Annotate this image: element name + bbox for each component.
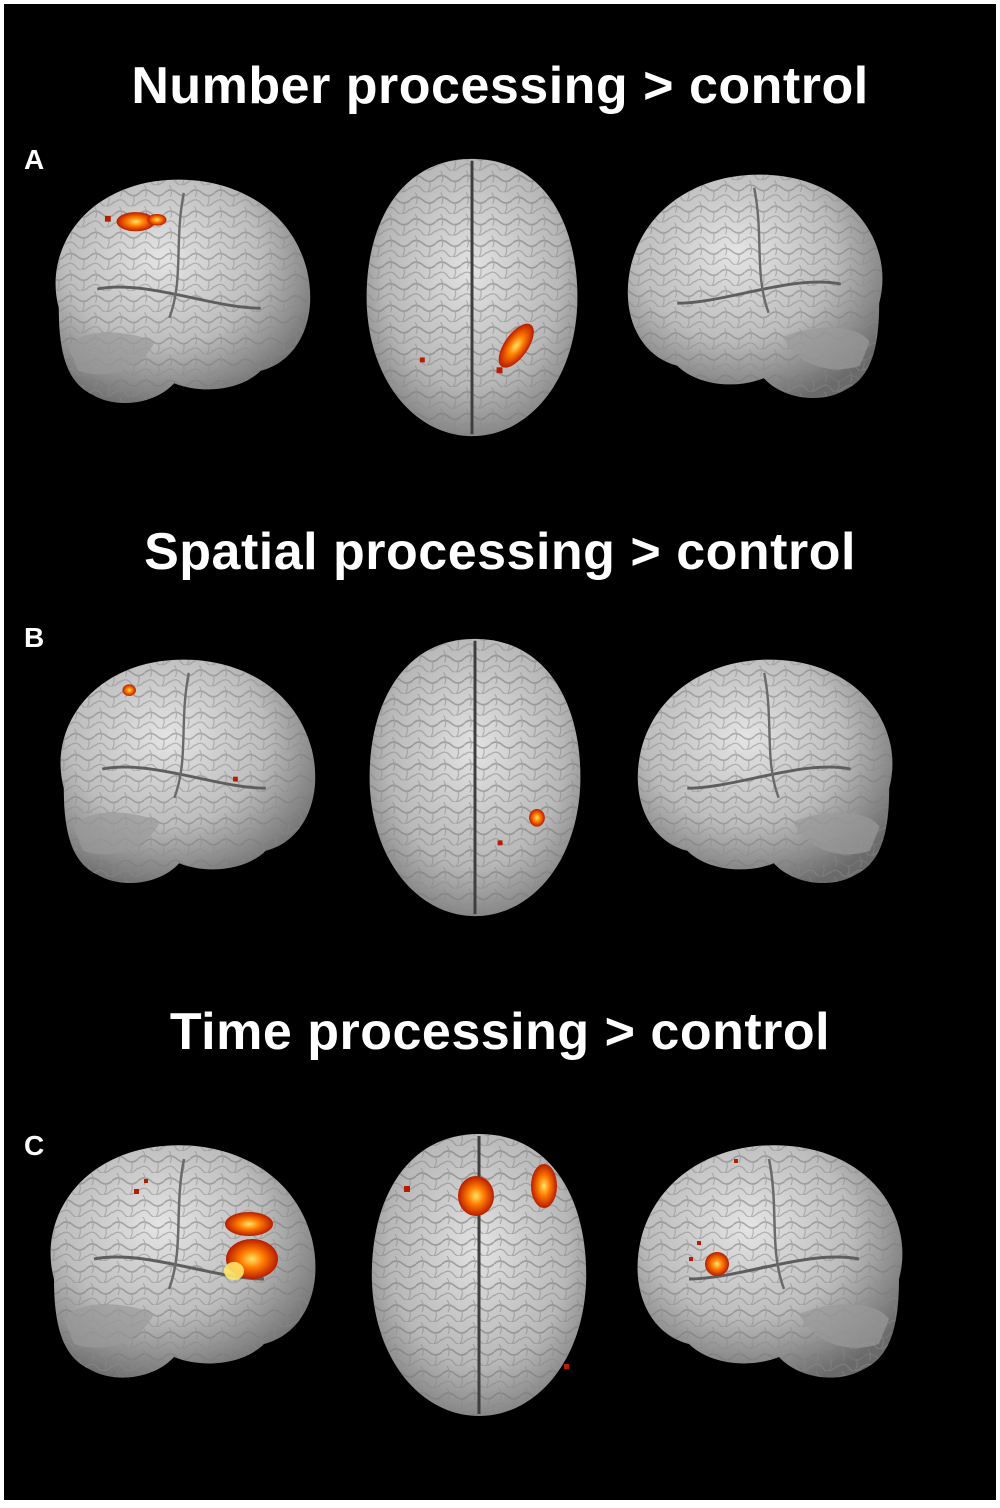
brain-left-lateral-view	[34, 1129, 324, 1389]
panel-b: Spatial processing > control B	[4, 484, 996, 964]
figure-canvas: Number processing > control A Spatial pr…	[4, 4, 996, 1500]
activation-cluster	[419, 323, 534, 374]
panel-a: Number processing > control A	[4, 4, 996, 484]
brain-right-lateral-view	[629, 1129, 919, 1389]
activation-cluster	[404, 1164, 569, 1369]
brain-top-view	[357, 149, 587, 444]
panel-title: Number processing > control	[131, 57, 869, 115]
activation-cluster	[122, 684, 238, 782]
panel-letter: A	[24, 144, 45, 175]
panel-letter: B	[24, 622, 45, 653]
activation-cluster	[134, 1179, 278, 1280]
brain-left-lateral-view	[39, 644, 329, 894]
activation-cluster	[104, 212, 167, 232]
brain-top-view	[360, 629, 590, 924]
panel-letter: C	[24, 1130, 45, 1161]
brain-right-lateral-view	[614, 159, 904, 409]
brain-left-lateral-view	[34, 164, 324, 414]
brain-right-lateral-view	[624, 644, 914, 894]
panel-title: Spatial processing > control	[144, 523, 856, 581]
panel-title: Time processing > control	[169, 1003, 831, 1061]
panel-c: Time processing > control C	[4, 964, 996, 1500]
activation-cluster	[497, 808, 545, 846]
activation-cluster	[689, 1159, 738, 1276]
brain-top-view	[364, 1114, 594, 1434]
